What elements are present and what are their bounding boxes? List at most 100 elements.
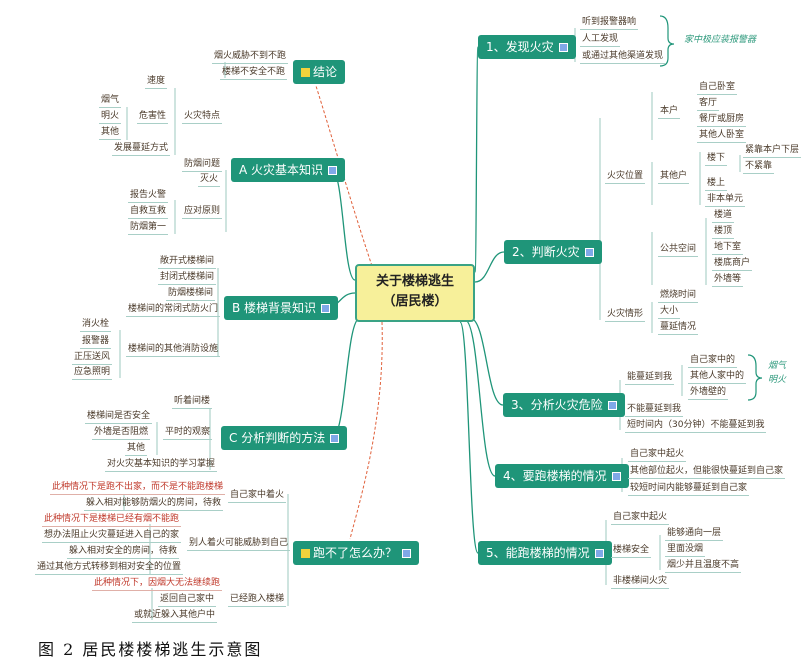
subtopic-label[interactable]: 速度 xyxy=(145,75,168,89)
subtopic-label[interactable]: 外墙等 xyxy=(712,273,744,287)
note-label[interactable]: 此种情况下是跑不出家，而不是不能跑楼梯 xyxy=(50,481,226,495)
subtopic-label[interactable]: 燃烧时间 xyxy=(658,289,699,303)
subtopic-label[interactable]: 餐厅或厨房 xyxy=(697,113,747,127)
note-icon[interactable] xyxy=(558,43,568,52)
subtopic-label[interactable]: 防烟楼梯间 xyxy=(166,287,216,301)
subtopic-label[interactable]: 楼下 xyxy=(705,152,728,166)
subtopic-label[interactable]: 应急照明 xyxy=(72,366,113,380)
subtopic-label[interactable]: 烟火威胁不到不跑 xyxy=(212,50,289,64)
subtopic-label[interactable]: 蔓延情况 xyxy=(658,321,699,335)
subtopic-label[interactable]: 已经跑入楼梯 xyxy=(228,593,287,607)
subtopic-label[interactable]: 火灾位置 xyxy=(605,170,646,184)
subtopic-label[interactable]: 楼梯安全 xyxy=(611,544,652,558)
subtopic-label[interactable]: 较短时间内能够蔓延到自己家 xyxy=(628,482,750,496)
subtopic-label[interactable]: 听到报警器响 xyxy=(580,16,639,30)
subtopic-label[interactable]: 危害性 xyxy=(137,110,169,124)
subtopic-label[interactable]: 防烟问题 xyxy=(182,158,223,172)
subtopic-label[interactable]: 别人着火可能威胁到自己 xyxy=(187,537,291,551)
subtopic-label[interactable]: 报告火警 xyxy=(128,189,169,203)
subtopic-label[interactable]: 楼梯间的常闭式防火门 xyxy=(126,303,221,317)
subtopic-label[interactable]: 本户 xyxy=(658,105,681,119)
note-icon[interactable] xyxy=(607,401,617,410)
note-icon[interactable] xyxy=(594,549,604,558)
topic-4[interactable]: 4、要跑楼梯的情况 xyxy=(495,464,629,488)
subtopic-label[interactable]: 消火栓 xyxy=(80,318,112,332)
topic-c[interactable]: C 分析判断的方法 xyxy=(221,426,348,450)
topic-1[interactable]: 1、发现火灾 xyxy=(478,35,576,59)
subtopic-label[interactable]: 明火 xyxy=(99,110,122,124)
note-label[interactable]: 此种情况下是楼梯已经有烟不能跑 xyxy=(42,513,182,527)
subtopic-label[interactable]: 对火灾基本知识的学习掌握 xyxy=(105,458,218,472)
subtopic-label[interactable]: 不紧靠 xyxy=(743,160,775,174)
subtopic-label[interactable]: 正压送风 xyxy=(72,351,113,365)
subtopic-label[interactable]: 自己家中起火 xyxy=(611,511,670,525)
topic-3[interactable]: 3、分析火灾危险 xyxy=(503,393,625,417)
subtopic-label[interactable]: 应对原则 xyxy=(182,205,223,219)
subtopic-label[interactable]: 大小 xyxy=(658,305,681,319)
subtopic-label[interactable]: 紧靠本户下层 xyxy=(743,144,802,158)
subtopic-label[interactable]: 躲入相对安全的房间，待救 xyxy=(67,545,180,559)
subtopic-label[interactable]: 自己家中着火 xyxy=(228,489,287,503)
subtopic-label[interactable]: 短时间内（30分钟）不能蔓延到我 xyxy=(625,419,767,433)
subtopic-label[interactable]: 躲入相对能够防烟火的房间，待救 xyxy=(84,497,224,511)
subtopic-label[interactable]: 能够通向一层 xyxy=(665,527,724,541)
subtopic-label[interactable]: 其他 xyxy=(125,442,148,456)
subtopic-label[interactable]: 发展蔓延方式 xyxy=(112,142,171,156)
subtopic-label[interactable]: 其他人卧室 xyxy=(697,129,747,143)
subtopic-label[interactable]: 公共空间 xyxy=(658,243,699,257)
subtopic-label[interactable]: 楼底商户 xyxy=(712,257,753,271)
subtopic-label[interactable]: 听着间楼 xyxy=(172,395,213,409)
subtopic-label[interactable]: 火灾情形 xyxy=(605,308,646,322)
subtopic-label[interactable]: 报警器 xyxy=(80,335,112,349)
subtopic-label[interactable]: 非楼梯间火灾 xyxy=(611,575,670,589)
subtopic-label[interactable]: 烟少并且温度不高 xyxy=(665,559,742,573)
note-icon[interactable] xyxy=(584,248,594,257)
subtopic-label[interactable]: 平时的观察 xyxy=(163,426,213,440)
note-icon[interactable] xyxy=(402,549,412,558)
subtopic-label[interactable]: 防烟第一 xyxy=(128,221,169,235)
note-icon[interactable] xyxy=(330,434,340,443)
subtopic-label[interactable]: 其他部位起火，但能很快蔓延到自己家 xyxy=(628,465,786,479)
subtopic-label[interactable]: 楼顶 xyxy=(712,225,735,239)
subtopic-label[interactable]: 其他 xyxy=(99,126,122,140)
subtopic-label[interactable]: 外墙是否阻燃 xyxy=(92,426,151,440)
note-icon[interactable] xyxy=(328,166,338,175)
subtopic-label[interactable]: 其他户 xyxy=(658,170,690,184)
subtopic-label[interactable]: 自己卧室 xyxy=(697,81,738,95)
subtopic-label[interactable]: 通过其他方式转移到相对安全的位置 xyxy=(35,561,184,575)
subtopic-label[interactable]: 外墙壁的 xyxy=(688,386,729,400)
subtopic-label[interactable]: 里面没烟 xyxy=(665,543,706,557)
subtopic-label[interactable]: 自己家中起火 xyxy=(628,448,687,462)
subtopic-label[interactable]: 自己家中的 xyxy=(688,354,738,368)
topic-conclusion[interactable]: 结论 xyxy=(293,60,346,84)
subtopic-label[interactable]: 能蔓延到我 xyxy=(625,371,675,385)
subtopic-label[interactable]: 或就近躲入其他户中 xyxy=(132,609,218,623)
subtopic-label[interactable]: 楼上 xyxy=(705,177,728,191)
subtopic-label[interactable]: 楼梯间是否安全 xyxy=(85,410,153,424)
subtopic-label[interactable]: 楼梯不安全不跑 xyxy=(220,66,288,80)
subtopic-label[interactable]: 非本单元 xyxy=(705,193,746,207)
subtopic-label[interactable]: 灭火 xyxy=(198,173,221,187)
subtopic-label[interactable]: 想办法阻止火灾蔓延进入自己的家 xyxy=(42,529,182,543)
topic-2[interactable]: 2、判断火灾 xyxy=(504,240,602,264)
subtopic-label[interactable]: 客厅 xyxy=(697,97,720,111)
note-label[interactable]: 此种情况下，因烟大无法继续跑 xyxy=(92,577,223,591)
subtopic-label[interactable]: 不能蔓延到我 xyxy=(625,403,684,417)
subtopic-label[interactable]: 楼道 xyxy=(712,209,735,223)
subtopic-label[interactable]: 烟气 xyxy=(99,94,122,108)
subtopic-label[interactable]: 自救互救 xyxy=(128,205,169,219)
subtopic-label[interactable]: 地下室 xyxy=(712,241,744,255)
subtopic-label[interactable]: 敞开式楼梯间 xyxy=(158,255,217,269)
topic-run[interactable]: 跑不了怎么办？ xyxy=(293,541,420,565)
subtopic-label[interactable]: 封闭式楼梯间 xyxy=(158,271,217,285)
subtopic-label[interactable]: 人工发现 xyxy=(580,33,621,47)
subtopic-label[interactable]: 火灾特点 xyxy=(182,110,223,124)
subtopic-label[interactable]: 楼梯间的其他消防设施 xyxy=(126,343,221,357)
topic-b[interactable]: B 楼梯背景知识 xyxy=(224,296,339,320)
central-topic[interactable]: 关于楼梯逃生 （居民楼） xyxy=(355,264,475,322)
topic-5[interactable]: 5、能跑楼梯的情况 xyxy=(478,541,612,565)
subtopic-label[interactable]: 或通过其他渠道发现 xyxy=(580,50,666,64)
topic-a[interactable]: A 火灾基本知识 xyxy=(231,158,346,182)
subtopic-label[interactable]: 其他人家中的 xyxy=(688,370,747,384)
note-icon[interactable] xyxy=(321,304,331,313)
